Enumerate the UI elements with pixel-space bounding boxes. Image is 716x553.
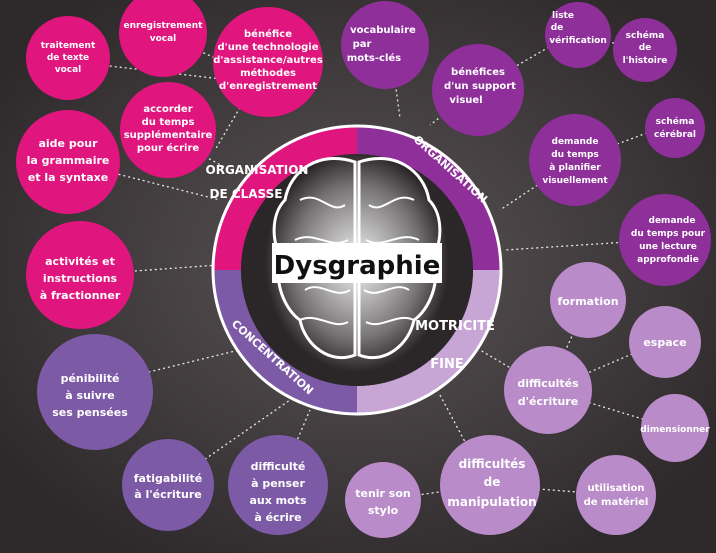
svg-text:formation: formation — [557, 295, 618, 308]
bubble-espace: espace — [629, 306, 701, 378]
ring-segment-concentration — [213, 270, 357, 414]
svg-text:dimensionner: dimensionner — [640, 425, 710, 435]
ring-segment-motricite — [357, 270, 501, 414]
ring-label-motricite-line1: MOTRICITÉ — [415, 318, 495, 334]
center-label-box — [272, 243, 442, 283]
center-title: Dysgraphie — [274, 251, 441, 281]
ring-segment-organisation — [357, 126, 501, 270]
ring-segment-classe — [213, 126, 357, 270]
bubble-formation: formation — [550, 262, 626, 338]
bubble-dimensionner: dimensionner — [640, 394, 710, 462]
ring-label-motricite-line2: FINE — [430, 357, 463, 372]
svg-text:espace: espace — [643, 336, 686, 349]
ring-label-classe-line2: DE CLASSE — [209, 187, 282, 201]
ring-label-classe-line1: ORGANISATION — [206, 163, 309, 177]
